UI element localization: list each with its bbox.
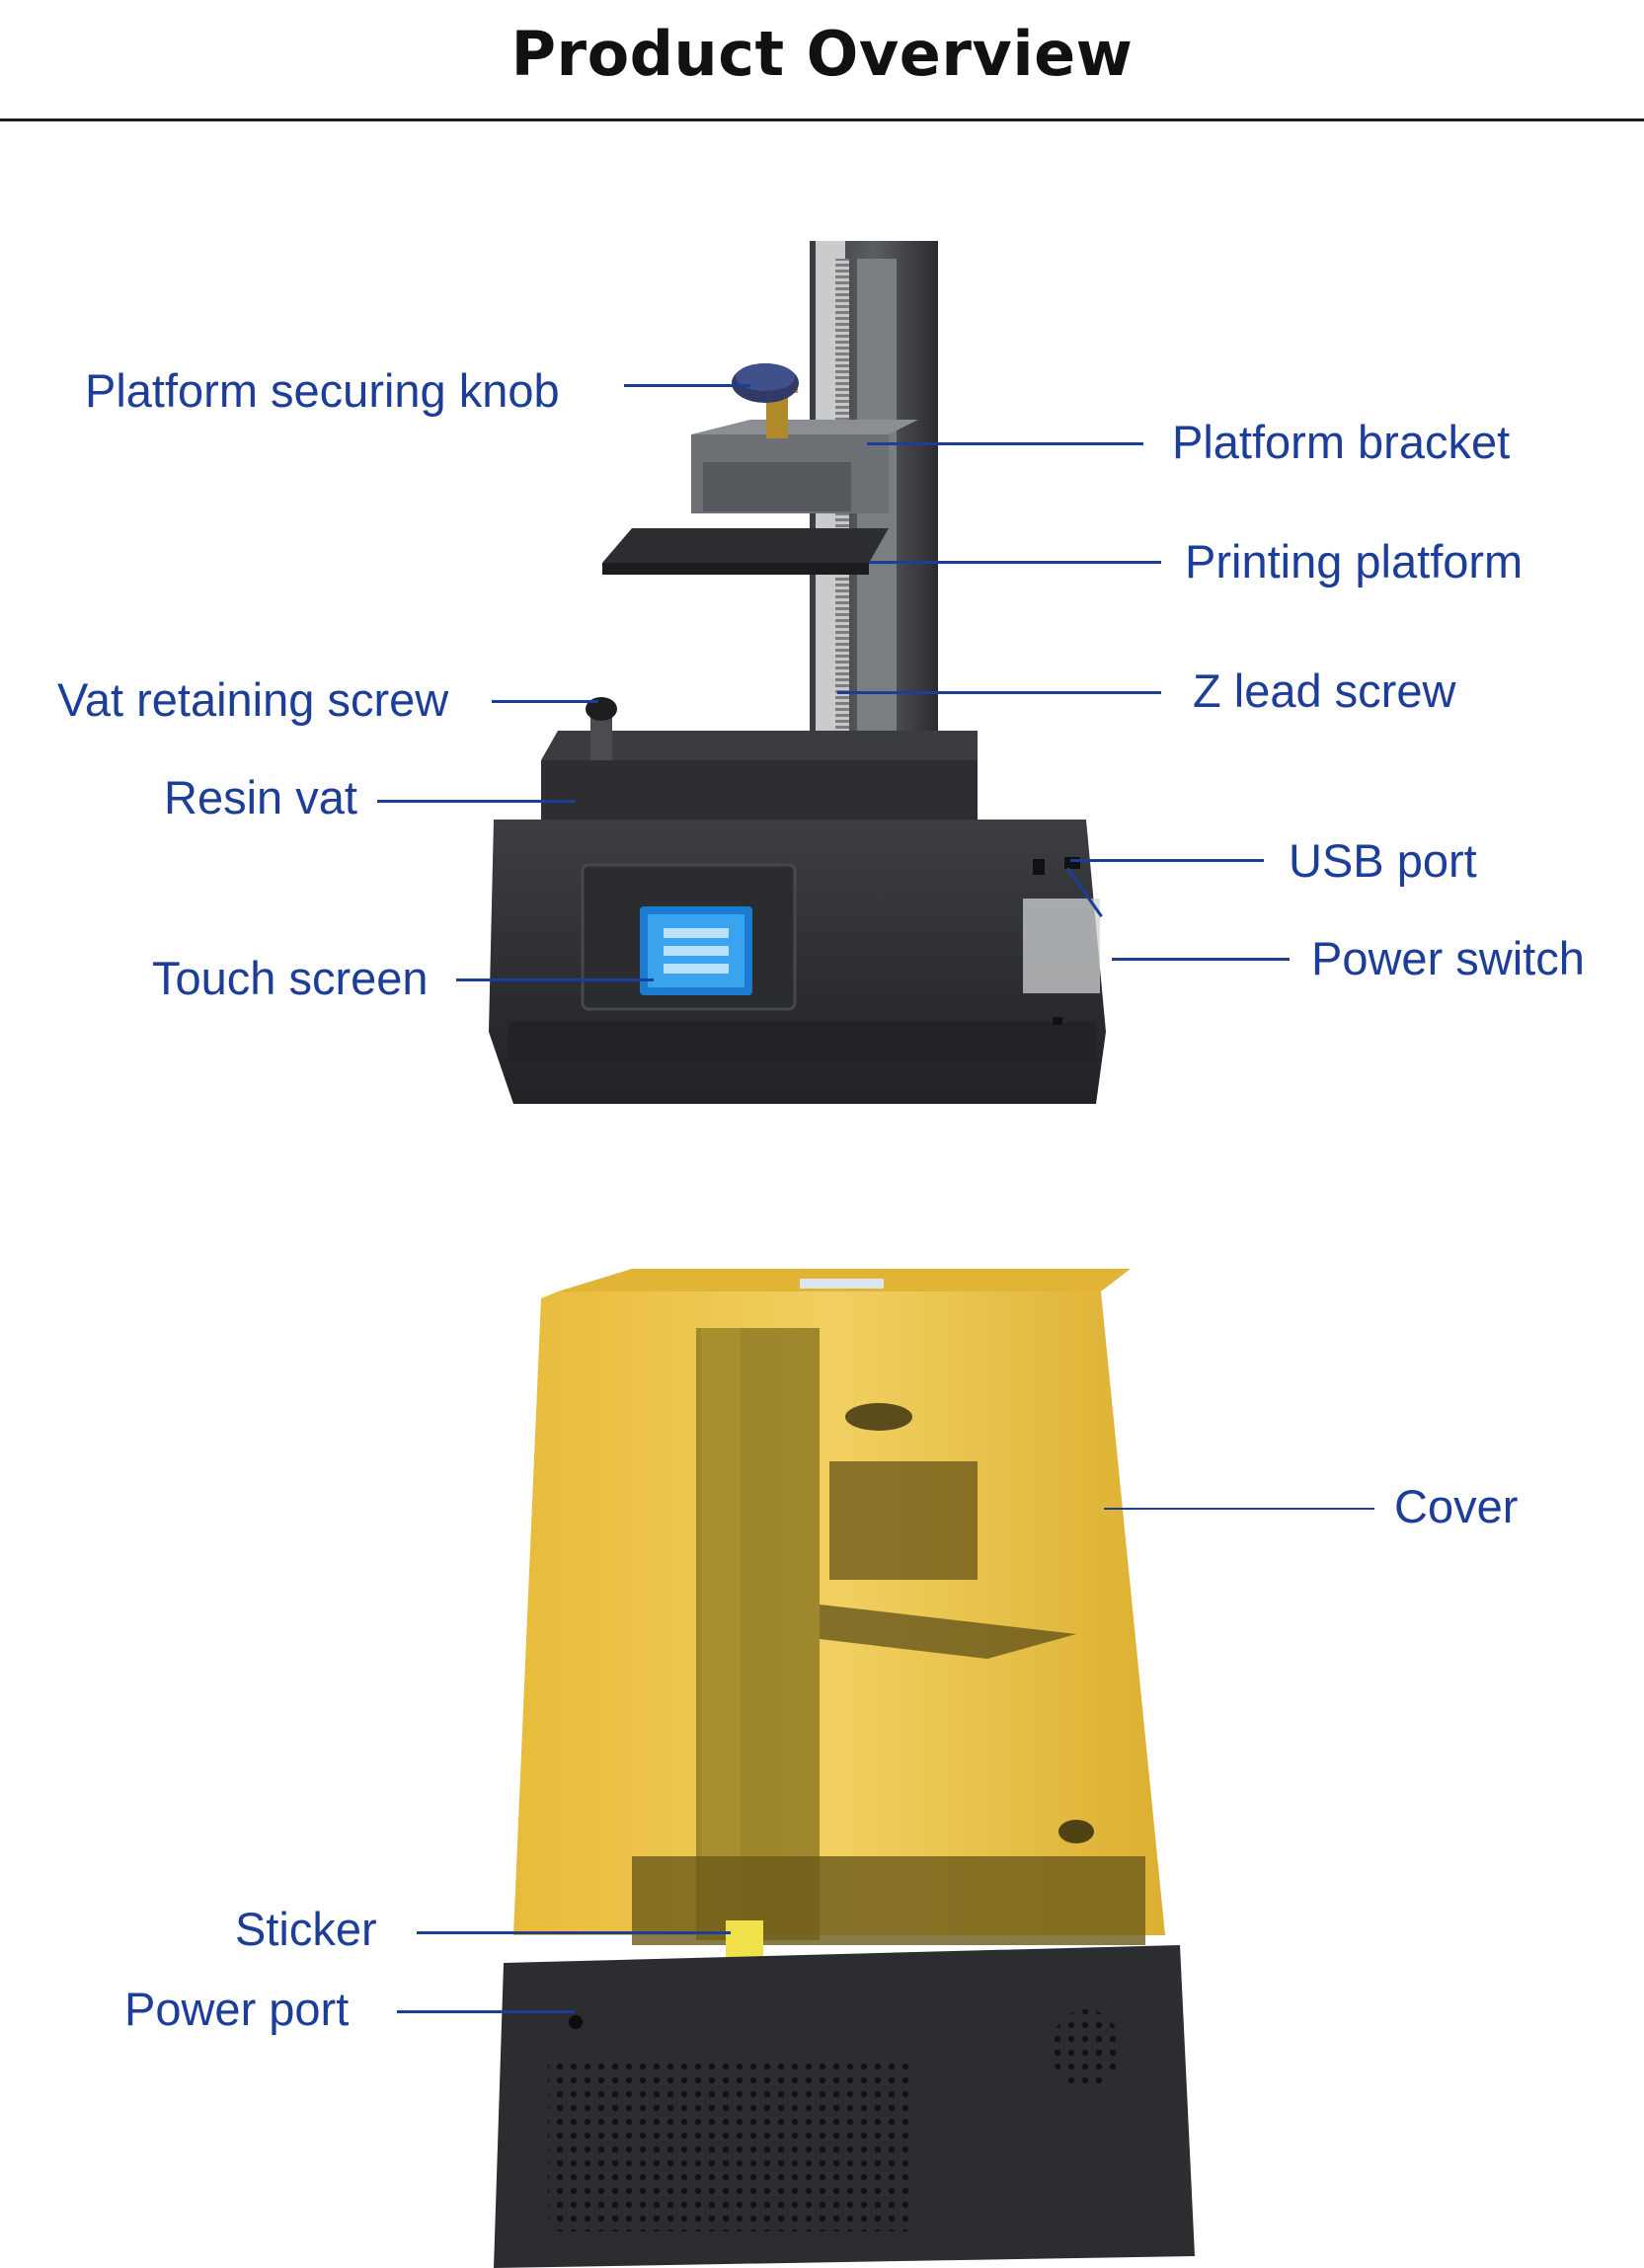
leader-power-switch bbox=[1112, 958, 1290, 961]
power-port-shape bbox=[569, 2015, 583, 2029]
page-title: Product Overview bbox=[510, 18, 1134, 90]
leader-cover bbox=[1104, 1508, 1374, 1510]
label-platform-securing-knob: Platform securing knob bbox=[85, 364, 560, 417]
side-vent-grille bbox=[548, 2059, 908, 2231]
printer-open-illustration bbox=[489, 241, 1106, 1104]
leader-sticker bbox=[417, 1931, 731, 1934]
label-platform-bracket: Platform bracket bbox=[1172, 416, 1511, 468]
leader-platform-bracket bbox=[867, 442, 1143, 445]
title-divider bbox=[0, 118, 1644, 121]
label-sticker: Sticker bbox=[235, 1903, 377, 1955]
label-cover: Cover bbox=[1394, 1480, 1519, 1532]
vat-screw-shape bbox=[586, 697, 617, 721]
leader-platform-securing-knob bbox=[624, 384, 750, 387]
usb-port-shape bbox=[1033, 859, 1045, 875]
sticker-shape bbox=[726, 1920, 763, 1958]
label-resin-vat: Resin vat bbox=[164, 771, 357, 823]
label-power-port: Power port bbox=[124, 1983, 350, 2035]
leader-resin-vat bbox=[377, 800, 575, 803]
leader-z-lead-screw bbox=[837, 691, 1161, 694]
rating-label-shape bbox=[1023, 899, 1100, 993]
printing-platform-shape bbox=[602, 528, 889, 563]
label-z-lead-screw: Z lead screw bbox=[1193, 665, 1456, 717]
label-power-switch: Power switch bbox=[1311, 932, 1585, 984]
label-printing-platform: Printing platform bbox=[1185, 535, 1524, 587]
leader-usb-port bbox=[1070, 859, 1264, 862]
leader-vat-retaining-screw bbox=[492, 700, 598, 703]
leader-printing-platform bbox=[869, 561, 1161, 564]
label-vat-retaining-screw: Vat retaining screw bbox=[57, 673, 449, 726]
label-touch-screen: Touch screen bbox=[152, 952, 429, 1004]
printer-covered-illustration bbox=[494, 1269, 1195, 2268]
leader-power-port bbox=[397, 2010, 575, 2013]
label-usb-port: USB port bbox=[1289, 834, 1477, 887]
leader-touch-screen bbox=[456, 978, 654, 981]
